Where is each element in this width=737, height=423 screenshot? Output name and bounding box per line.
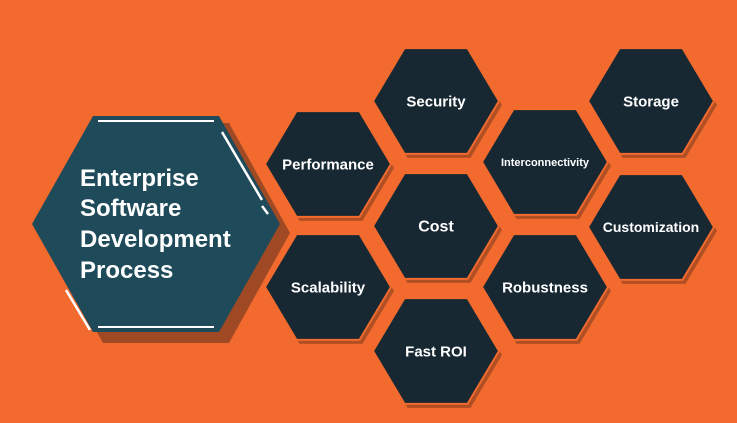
feature-hexagon: Storage (586, 47, 717, 158)
feature-hexagon: Scalability (263, 233, 394, 344)
feature-hexagon: Fast ROI (371, 297, 502, 408)
feature-hexagon-shape (480, 108, 610, 216)
feature-hexagon: Customization (586, 173, 717, 284)
main-hexagon-outline (64, 289, 92, 331)
feature-hexagon-label: Storage (623, 93, 679, 110)
main-hexagon-outline (261, 205, 269, 215)
main-hexagon: Enterprise Software Development Process (32, 116, 290, 343)
main-title-line: Software (80, 195, 181, 222)
feature-hexagon: Interconnectivity (480, 108, 611, 219)
feature-hexagon-label: Scalability (291, 279, 366, 296)
feature-hexagon-shape (263, 110, 393, 218)
feature-hexagon-shape (586, 47, 716, 155)
feature-hexagon-label: Security (406, 93, 466, 110)
feature-hexagon: Cost (371, 172, 502, 283)
feature-hexagon-label: Fast ROI (405, 343, 467, 360)
main-hexagon-outline (220, 131, 264, 201)
feature-hexagon-label: Performance (282, 156, 374, 173)
feature-hexagon-label: Cost (418, 219, 454, 236)
main-title-line: Process (80, 257, 173, 284)
feature-hexagon-shape (480, 233, 610, 341)
feature-hexagon: Security (371, 47, 502, 158)
feature-hexagon: Robustness (480, 233, 611, 344)
feature-hexagon-label: Interconnectivity (501, 157, 590, 169)
main-hexagon-shape (32, 116, 280, 332)
main-title-line: Development (80, 226, 231, 253)
feature-hexagon: Performance (263, 110, 394, 221)
feature-hexagon-shape (263, 233, 393, 341)
feature-hexagon-label: Customization (603, 219, 699, 235)
feature-hexagon-shape (371, 47, 501, 155)
feature-hexagon-shape (371, 297, 501, 405)
feature-hexagon-shape (586, 173, 716, 281)
feature-hexagon-shape (371, 172, 501, 280)
main-title-line: Enterprise (80, 165, 199, 192)
feature-hexagon-label: Robustness (502, 279, 588, 296)
